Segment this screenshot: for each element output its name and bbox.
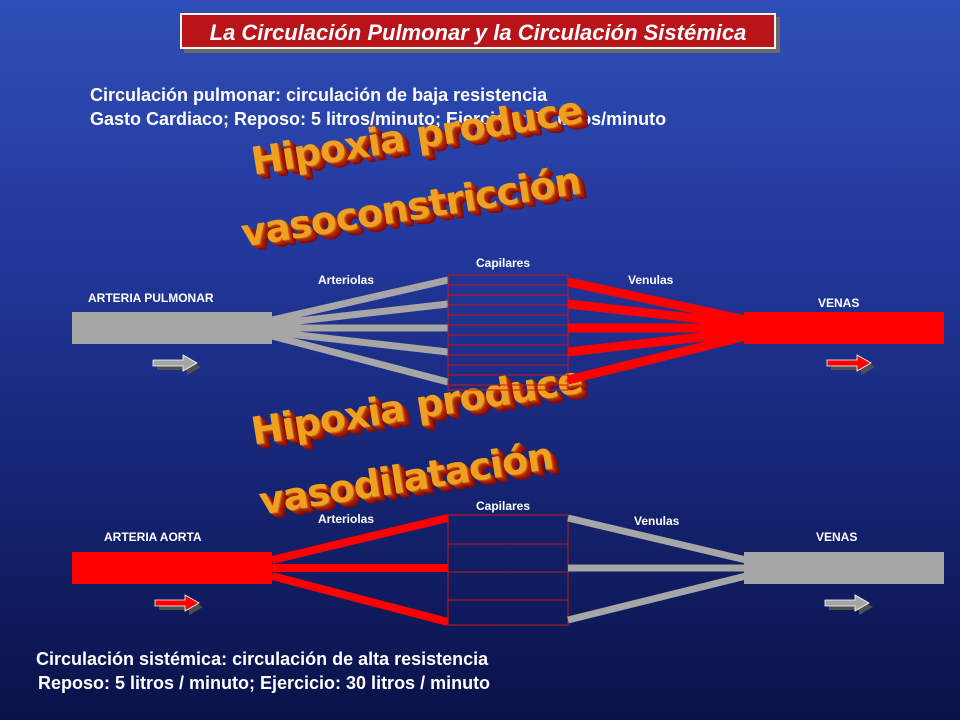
pulmonary-capillary-bed bbox=[447, 274, 569, 391]
pulmonary-arteriole bbox=[271, 332, 449, 386]
systemic-veins-bar bbox=[744, 552, 944, 584]
pulmonary-arteriole bbox=[271, 328, 449, 356]
systemic-capillaries-label: Capilares bbox=[476, 499, 531, 513]
systemic-arteriole bbox=[271, 514, 449, 564]
pulmonary-flow-arrow-right bbox=[826, 354, 875, 375]
pulmonary-flow-arrow-left bbox=[152, 354, 201, 375]
pulmonary-venules bbox=[566, 277, 748, 385]
systemic-info: Circulación sistémica: circulación de al… bbox=[36, 647, 490, 695]
pulmonary-arterioles-label: Arteriolas bbox=[318, 273, 375, 287]
systemic-arterioles-label: Arteriolas bbox=[318, 512, 375, 526]
pulmonary-arteriole bbox=[271, 276, 449, 324]
pulmonary-info: Circulación pulmonar: circulación de baj… bbox=[90, 83, 666, 131]
systemic-arteriole bbox=[270, 572, 450, 626]
systemic-capillary-bed bbox=[447, 514, 569, 626]
pulmonary-capillaries-label: Capilares bbox=[476, 256, 531, 270]
systemic-venule bbox=[567, 572, 747, 624]
pulmonary-veins-label: VENAS bbox=[818, 296, 860, 310]
systemic-veins-label: VENAS bbox=[816, 530, 858, 544]
systemic-arterioles bbox=[270, 514, 450, 626]
pulmonary-veins-bar bbox=[744, 312, 944, 344]
systemic-info-line2: Reposo: 5 litros / minuto; Ejercicio: 30… bbox=[38, 673, 491, 693]
systemic-venule bbox=[567, 514, 747, 564]
aorta-bar bbox=[72, 552, 272, 584]
pulmonary-venule bbox=[567, 277, 747, 325]
systemic-flow-arrow-left bbox=[154, 594, 203, 615]
pulmonary-venules-label: Venulas bbox=[628, 273, 674, 287]
pulmonary-arteriole bbox=[271, 300, 449, 328]
systemic-info-line1: Circulación sistémica: circulación de al… bbox=[36, 649, 489, 669]
systemic-venules-label: Venulas bbox=[634, 514, 680, 528]
pulmonary-arterioles bbox=[271, 276, 449, 386]
pulmonary-artery-label: ARTERIA PULMONAR bbox=[88, 291, 214, 305]
pulmonary-venule bbox=[566, 331, 748, 385]
pulmonary-venule bbox=[567, 299, 747, 329]
aorta-label: ARTERIA AORTA bbox=[104, 530, 202, 544]
slide-title: La Circulación Pulmonar y la Circulación… bbox=[180, 13, 776, 49]
systemic-venules bbox=[567, 514, 747, 624]
systemic-flow-arrow-right bbox=[824, 594, 873, 615]
pulmonary-info-line1: Circulación pulmonar: circulación de baj… bbox=[90, 85, 548, 105]
pulmonary-venule bbox=[567, 327, 747, 357]
pulmonary-info-line2: Gasto Cardiaco; Reposo: 5 litros/minuto;… bbox=[90, 109, 667, 129]
pulmonary-artery-bar bbox=[72, 312, 272, 344]
